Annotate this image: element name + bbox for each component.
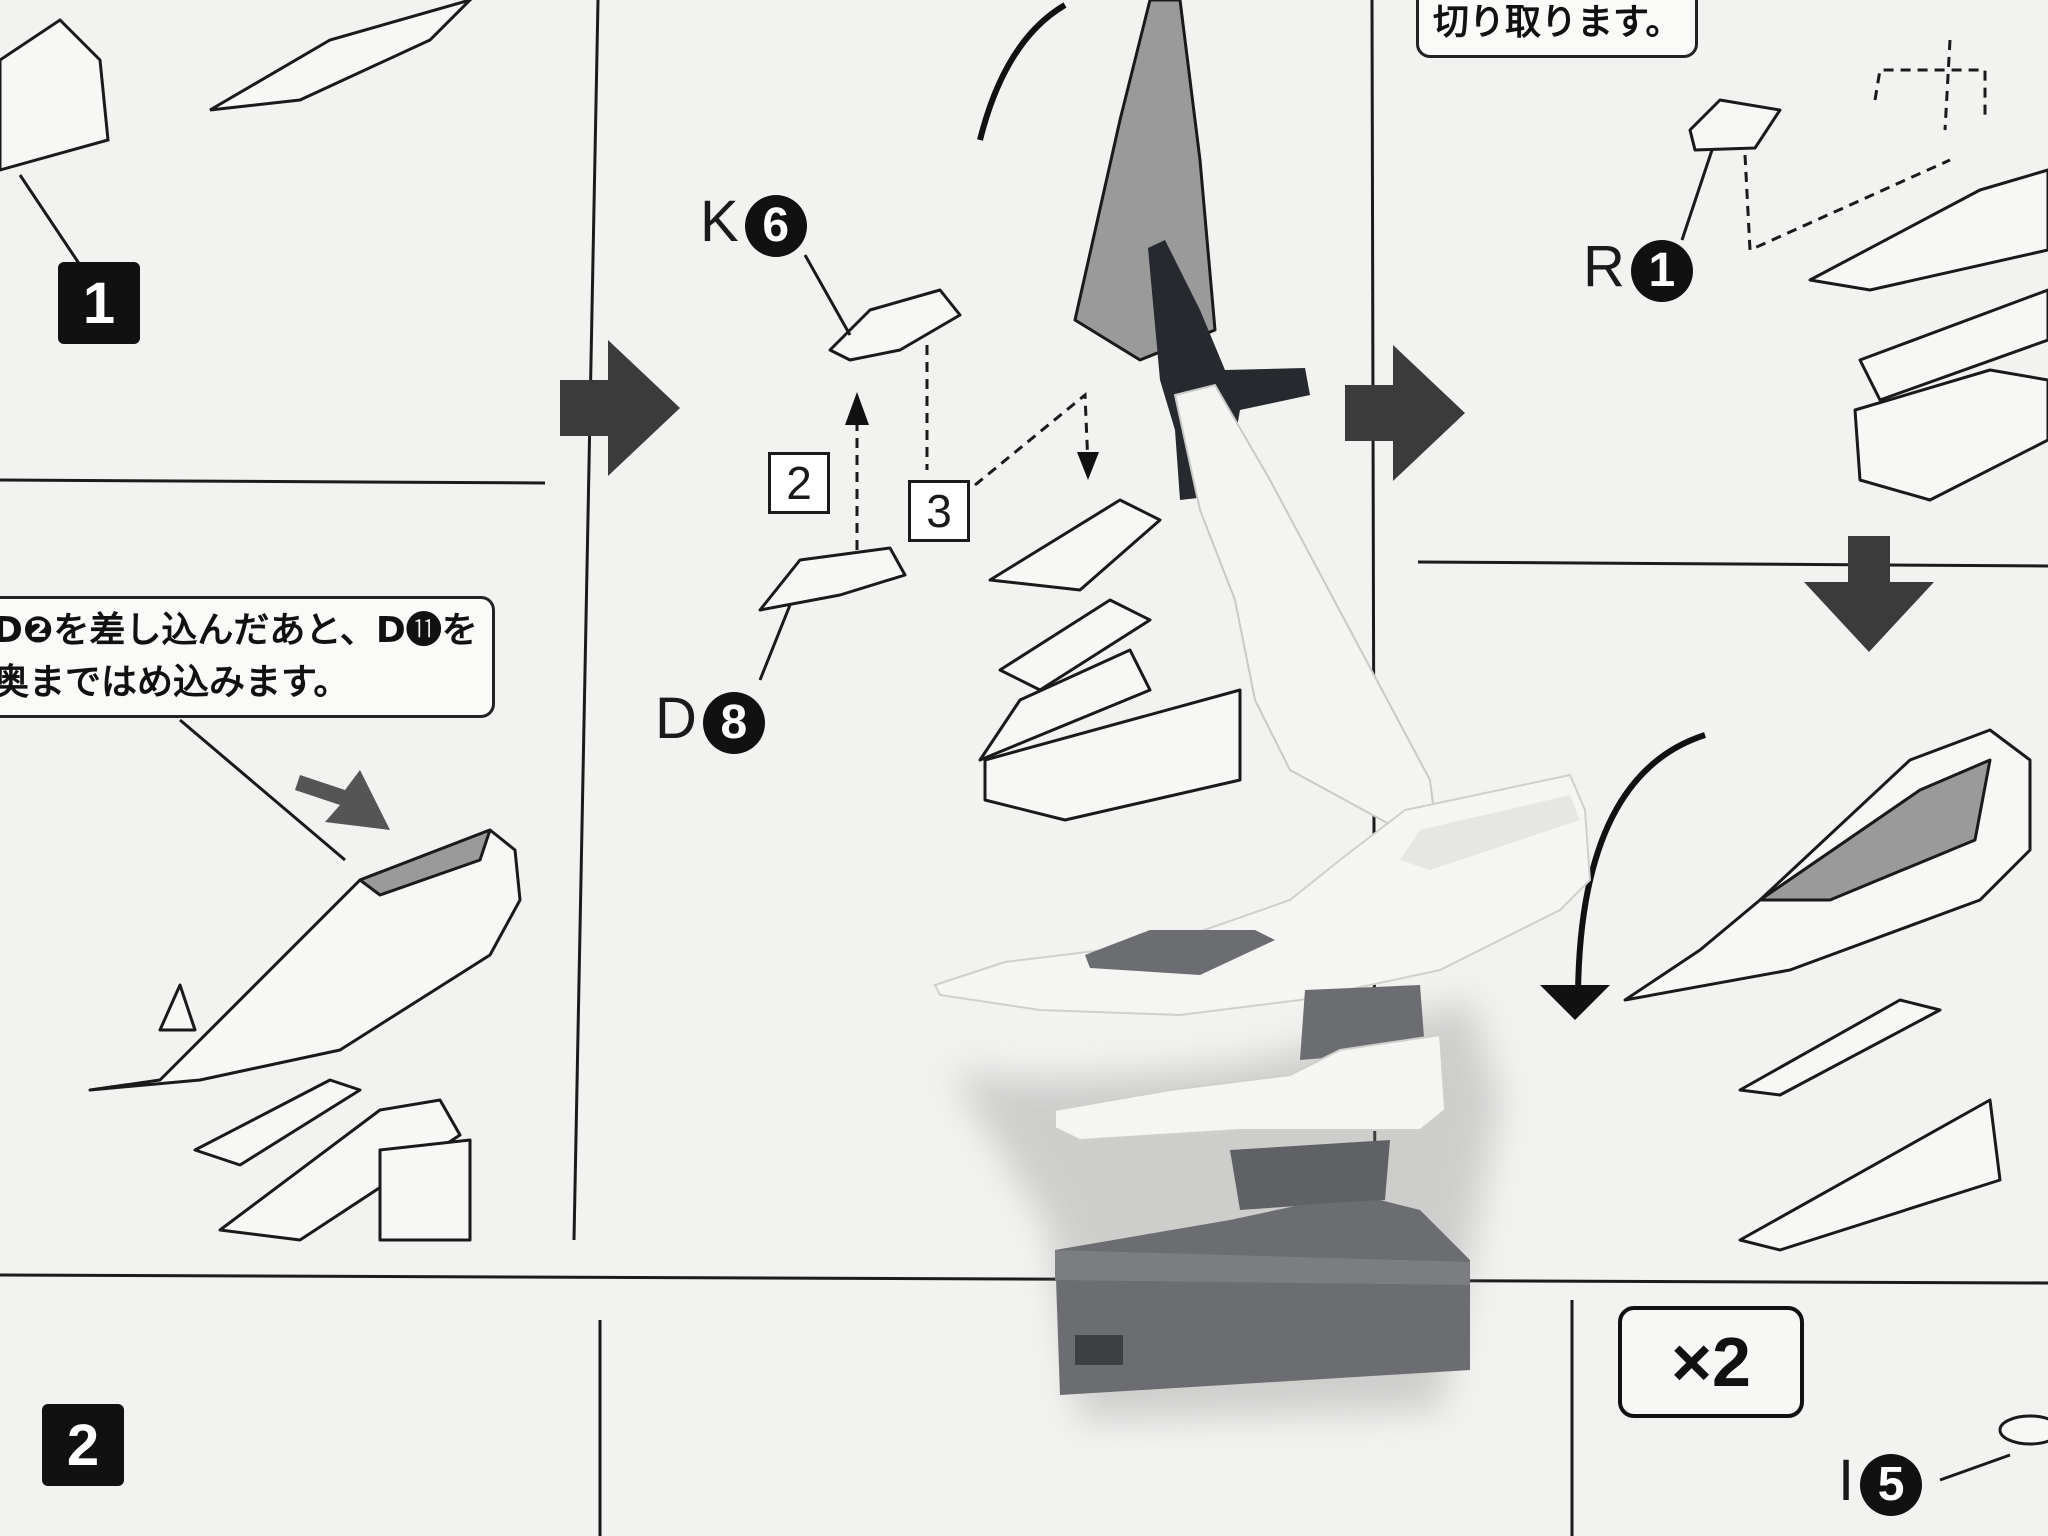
part-number-6: 6 (744, 194, 807, 257)
part-letter-d: D (655, 686, 697, 751)
part-letter-k: K (700, 189, 739, 254)
grey-base (1055, 1200, 1470, 1395)
step-number-2: 2 (42, 1404, 124, 1486)
callout-insert-instruction: D❷を差し込んだあと、D⓫を 奥まではめ込みます。 (0, 596, 495, 719)
part-number-5: 5 (1860, 1453, 1923, 1516)
order-box-3: 3 (908, 480, 970, 542)
callout-cut-instruction: 切り取ります。 (1416, 0, 1699, 59)
part-number-1: 1 (1630, 239, 1693, 302)
quantity-multiplier: ×2 (1618, 1306, 1804, 1418)
step-number-1: 1 (58, 262, 140, 344)
part-letter-r: R (1583, 234, 1625, 299)
part-number-8: 8 (702, 691, 765, 754)
order-box-2: 2 (768, 452, 830, 514)
flow-arrow-right-2 (1345, 345, 1465, 481)
part-letter-i: I (1838, 1448, 1855, 1513)
callout-insert-line-1: D❷を差し込んだあと、D⓫を (0, 610, 478, 651)
flow-arrow-down (1804, 536, 1934, 652)
callout-cut-line: 切り取ります。 (1433, 2, 1682, 43)
flow-arrow-right-1 (560, 340, 680, 476)
callout-insert-line-2: 奥まではめ込みます。 (0, 662, 350, 704)
white-lower-arm (1054, 1033, 1447, 1142)
